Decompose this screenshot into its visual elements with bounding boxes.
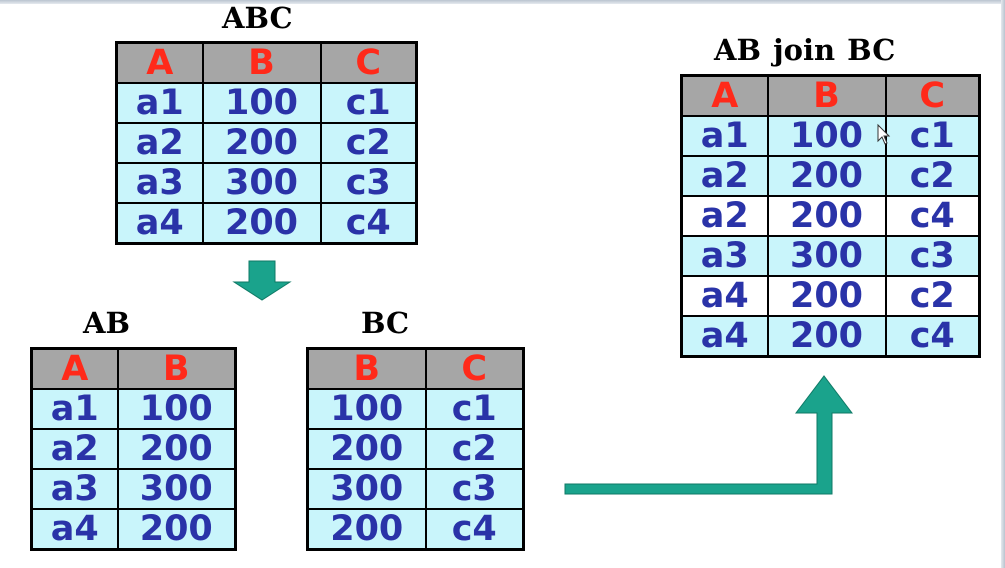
elbow-arrow <box>564 375 854 495</box>
table-cell: c2 <box>884 275 981 317</box>
table-cell: c2 <box>884 155 981 197</box>
cursor-icon <box>877 123 891 145</box>
column-header: C <box>319 41 418 84</box>
table-cell: 300 <box>201 162 322 204</box>
column-header: A <box>30 347 119 390</box>
table-cell: c3 <box>884 235 981 277</box>
column-header: C <box>424 347 525 390</box>
table-cell: 100 <box>116 388 237 430</box>
column-header: B <box>116 347 237 390</box>
column-header: B <box>306 347 427 390</box>
table-cell: a3 <box>115 162 204 204</box>
table-cell: c3 <box>319 162 418 204</box>
table-cell: c2 <box>424 428 525 470</box>
table-cell: a2 <box>115 122 204 164</box>
table-cell: a4 <box>680 315 769 358</box>
table-cell: a2 <box>30 428 119 470</box>
table-cell: a3 <box>30 468 119 510</box>
table-cell: 300 <box>116 468 237 510</box>
table-cell: a2 <box>680 195 769 237</box>
window-right-border <box>1001 0 1005 568</box>
table-join-title: AB join BC <box>714 33 896 67</box>
table-cell: 200 <box>766 195 887 237</box>
table-cell: a4 <box>680 275 769 317</box>
table-cell: 100 <box>201 82 322 124</box>
column-header: A <box>115 41 204 84</box>
table-cell: a1 <box>30 388 119 430</box>
table-cell: a2 <box>680 155 769 197</box>
table-cell: a3 <box>680 235 769 277</box>
table-cell: c1 <box>884 115 981 157</box>
window-top-border <box>0 0 1005 4</box>
table-cell: 100 <box>766 115 887 157</box>
table-cell: c1 <box>424 388 525 430</box>
table-cell: 200 <box>766 275 887 317</box>
table-cell: 200 <box>201 122 322 164</box>
column-header: C <box>884 74 981 117</box>
table-cell: 200 <box>201 202 322 245</box>
table-cell: c2 <box>319 122 418 164</box>
table-cell: 200 <box>306 508 427 551</box>
table-cell: 300 <box>306 468 427 510</box>
table-cell: c4 <box>884 195 981 237</box>
table-cell: c1 <box>319 82 418 124</box>
table-cell: c4 <box>424 508 525 551</box>
table-cell: 200 <box>306 428 427 470</box>
table-cell: 300 <box>766 235 887 277</box>
table-cell: 100 <box>306 388 427 430</box>
table-cell: 200 <box>116 508 237 551</box>
table-cell: c4 <box>319 202 418 245</box>
down-arrow <box>232 260 292 301</box>
column-header: A <box>680 74 769 117</box>
table-cell: c3 <box>424 468 525 510</box>
table-ab-title: AB <box>83 306 131 340</box>
table-cell: 200 <box>116 428 237 470</box>
table-cell: 200 <box>766 315 887 358</box>
table-cell: 200 <box>766 155 887 197</box>
table-cell: a4 <box>30 508 119 551</box>
table-cell: a4 <box>115 202 204 245</box>
column-header: B <box>201 41 322 84</box>
table-cell: a1 <box>115 82 204 124</box>
table-abc-title: ABC <box>222 1 293 35</box>
column-header: B <box>766 74 887 117</box>
table-cell: a1 <box>680 115 769 157</box>
table-bc-title: BC <box>361 306 410 340</box>
table-cell: c4 <box>884 315 981 358</box>
